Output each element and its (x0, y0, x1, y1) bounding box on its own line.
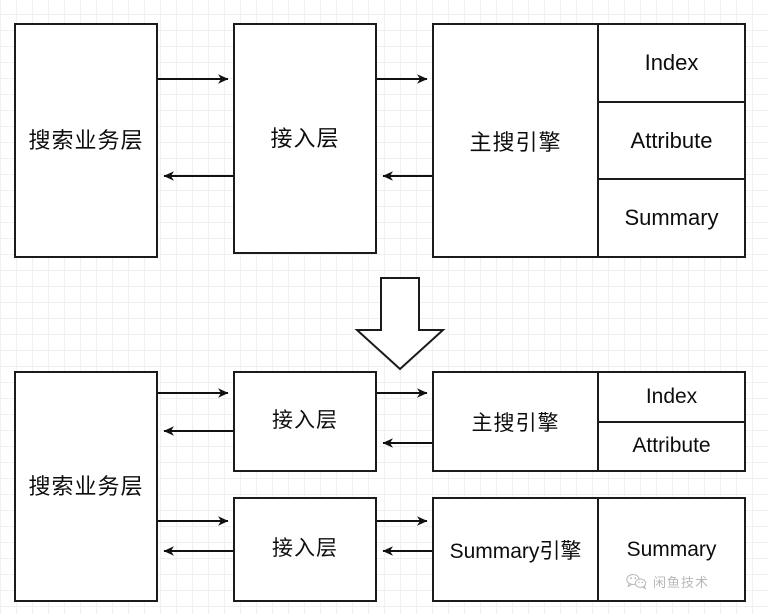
top-main-engine-label: 主搜引擎 (469, 129, 562, 155)
bottom-summary-engine-label: Summary引擎 (449, 539, 582, 563)
top-engine-cell-attribute-label: Attribute (630, 127, 713, 153)
bottom-business-layer-box[interactable]: 搜索业务层 (14, 371, 158, 602)
top-engine-cell-stack: Index Attribute Summary (599, 25, 744, 256)
top-engine-cell-index-label: Index (644, 49, 699, 75)
bottom-engine-cell-index-label: Index (645, 384, 698, 408)
block-arrow-down-icon (354, 277, 446, 371)
top-engine-cell-summary-label: Summary (624, 205, 719, 231)
top-main-engine-label-cell: 主搜引擎 (434, 25, 599, 256)
top-access-layer-box[interactable]: 接入层 (233, 23, 377, 254)
bottom-access-layer-box-1[interactable]: 接入层 (233, 371, 377, 472)
bottom-summary-engine-box[interactable]: Summary引擎 Summary (432, 497, 746, 602)
bottom-engine-cell-attribute-label: Attribute (632, 434, 711, 458)
top-business-layer-box[interactable]: 搜索业务层 (14, 23, 158, 258)
bottom-engine-cell-index[interactable]: Index (599, 373, 744, 423)
top-main-engine-box[interactable]: 主搜引擎 Index Attribute Summary (432, 23, 746, 258)
bottom-main-engine-box[interactable]: 主搜引擎 Index Attribute (432, 371, 746, 472)
bottom-engine-cell-summary[interactable]: Summary (599, 499, 744, 600)
top-engine-cell-attribute[interactable]: Attribute (599, 103, 744, 181)
bottom-business-layer-label: 搜索业务层 (28, 473, 144, 499)
bottom-main-engine-label: 主搜引擎 (471, 411, 560, 435)
bottom-summary-engine-cell-stack: Summary (599, 499, 744, 600)
top-engine-cell-summary[interactable]: Summary (599, 180, 744, 256)
bottom-main-engine-label-cell: 主搜引擎 (434, 373, 599, 470)
top-business-layer-label: 搜索业务层 (28, 127, 144, 153)
bottom-engine-cell-summary-label: Summary (626, 537, 717, 561)
top-access-layer-label: 接入层 (270, 125, 340, 151)
bottom-main-engine-cell-stack: Index Attribute (599, 373, 744, 470)
bottom-summary-engine-label-cell: Summary引擎 (434, 499, 599, 600)
bottom-access-layer-label-1: 接入层 (272, 409, 338, 433)
top-engine-cell-index[interactable]: Index (599, 25, 744, 103)
bottom-access-layer-box-2[interactable]: 接入层 (233, 497, 377, 602)
bottom-engine-cell-attribute[interactable]: Attribute (599, 423, 744, 471)
bottom-access-layer-label-2: 接入层 (272, 537, 338, 561)
